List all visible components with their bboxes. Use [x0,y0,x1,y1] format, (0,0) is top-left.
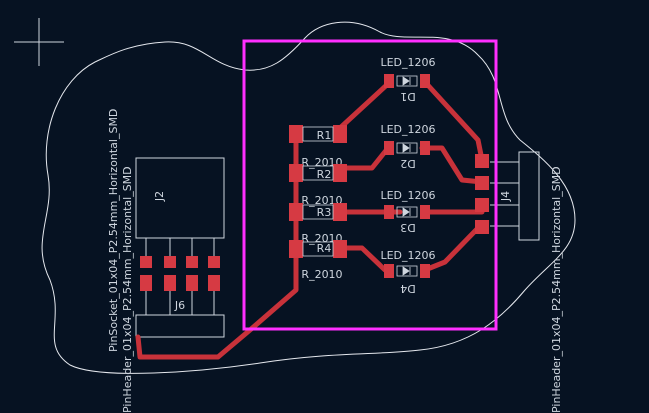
pad [420,74,430,88]
r2-value-label: R_2010 [301,194,342,207]
resistor-body [302,241,334,257]
pad [289,164,303,182]
j6-value-label: PinHeader_01x04_P2.54mm_Horizontal_SMD [121,166,134,413]
j2-body [135,157,225,239]
pad [333,164,347,182]
d4-ref-label: D4 [400,282,415,295]
d2-ref-label: D2 [400,157,415,170]
diode-symbol-icon [402,143,411,153]
led-d3[interactable]: LED_1206 D3 [380,189,435,234]
j6-ref-label: J6 [174,299,185,312]
pad [420,264,430,278]
j6-body [135,314,225,338]
r4-value-label: R_2010 [301,268,342,281]
j2-ref-label: J2 [153,191,166,202]
pad [208,275,220,291]
pad [384,264,394,278]
led-d1[interactable]: LED_1206 D1 [380,56,435,103]
connector-j4[interactable]: J4 PinHeader_01x04_P2.54mm_Horizontal_SM… [490,151,563,413]
diode-symbol-icon [402,266,411,276]
j4-value-label: PinHeader_01x04_P2.54mm_Horizontal_SMD [550,166,563,413]
d3-ref-label: D3 [400,221,415,234]
diode-symbol-icon [402,207,411,217]
trace [419,145,485,185]
pad [333,125,347,143]
pad [475,176,489,190]
pad [475,220,489,234]
pad [140,256,152,268]
d1-value-label: LED_1206 [380,56,435,69]
pad [475,154,489,168]
pad [289,203,303,221]
resistor-body [302,204,334,220]
pad [208,256,220,268]
led-body [396,142,418,154]
pad [164,275,176,291]
pad [186,275,198,291]
d2-value-label: LED_1206 [380,123,435,136]
j4-ref-label: J4 [499,191,512,202]
j4-body [518,151,540,241]
resistor-body [302,126,334,142]
pad [333,240,347,258]
selection-rectangle[interactable] [242,39,498,331]
pad [475,198,489,212]
led-body [396,206,418,218]
j2-value-label: PinSocket_01x04_P2.54mm_Horizontal_SMD [107,109,120,352]
connector-j2[interactable]: J2 [135,157,225,258]
pad [333,203,347,221]
pad [289,240,303,258]
r3-ref-label: R3 [317,206,332,219]
d1-ref-label: D1 [400,90,415,103]
d4-value-label: LED_1206 [380,249,435,262]
pad [384,141,394,155]
pad [384,205,394,219]
j6-pads[interactable] [140,256,220,315]
led-d2[interactable]: LED_1206 D2 [380,123,435,170]
pad [289,125,303,143]
led-d4[interactable]: LED_1206 D4 [380,249,435,295]
pad [420,205,430,219]
r2-ref-label: R2 [317,168,332,181]
pad [140,275,152,291]
connector-j6[interactable]: J6 [135,299,225,338]
resistor-body [302,165,334,181]
pad [164,256,176,268]
trace [337,79,393,131]
pad [186,256,198,268]
trace [422,225,481,273]
led-body [396,75,418,87]
diode-symbol-icon [402,76,411,86]
d3-value-label: LED_1206 [380,189,435,202]
board-outline [41,21,576,374]
resistor-r4[interactable]: R4 R_2010 [289,240,347,281]
j4-pads[interactable] [475,154,489,234]
trace [422,79,485,163]
led-body [396,265,418,277]
trace [337,245,388,273]
pad [420,141,430,155]
resistor-r2[interactable]: R2 R_2010 [289,164,347,207]
r1-ref-label: R1 [317,129,332,142]
r4-ref-label: R4 [317,242,332,255]
crosshair-cursor-icon [14,18,64,66]
pad [384,74,394,88]
trace [135,245,299,360]
trace [337,145,391,171]
